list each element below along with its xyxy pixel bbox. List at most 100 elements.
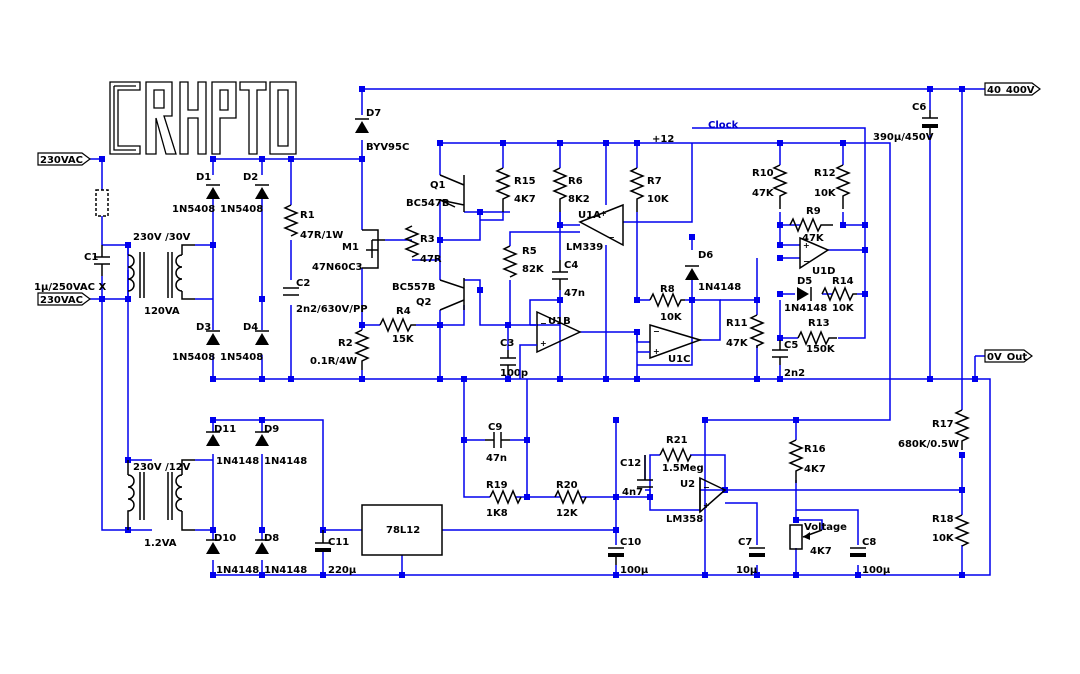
svg-text:LM358: LM358	[666, 514, 703, 525]
svg-text:2n2: 2n2	[784, 368, 805, 379]
resistor-r17: R17 680K/0.5W	[898, 409, 970, 450]
svg-text:82K: 82K	[522, 264, 545, 275]
svg-text:−: −	[653, 327, 660, 336]
svg-text:1K8: 1K8	[486, 508, 508, 519]
potentiometer-voltage[interactable]: Voltage 4K7	[789, 522, 847, 557]
svg-text:1N5408: 1N5408	[220, 352, 263, 363]
svg-text:C1: C1	[84, 252, 98, 263]
svg-text:230VAC: 230VAC	[40, 155, 83, 166]
svg-text:12K: 12K	[556, 508, 579, 519]
svg-text:BC547B: BC547B	[406, 198, 449, 209]
resistor-r9: R9 47K	[789, 206, 833, 244]
capacitor-c7: C7 10µ	[736, 537, 765, 576]
mosfet-m1: M1 47N60C3	[312, 229, 385, 273]
svg-text:1N4148: 1N4148	[216, 565, 259, 576]
port-230vac-1: 230VAC	[37, 152, 91, 166]
svg-text:4K7: 4K7	[804, 464, 826, 475]
svg-text:C4: C4	[564, 260, 578, 271]
svg-text:R5: R5	[522, 246, 537, 257]
diode-d9: D9 1N4148	[255, 424, 307, 467]
svg-text:100µ: 100µ	[862, 565, 891, 576]
resistor-r6: R6 8K2	[552, 167, 590, 212]
svg-text:R2: R2	[338, 338, 353, 349]
svg-text:R18: R18	[932, 514, 954, 525]
svg-text:D1: D1	[196, 172, 211, 183]
svg-text:1N4148: 1N4148	[216, 456, 259, 467]
svg-text:Voltage: Voltage	[804, 522, 847, 533]
resistor-r20: R20 12K	[554, 480, 587, 519]
svg-text:+: +	[540, 339, 547, 348]
svg-text:1N4148: 1N4148	[698, 282, 741, 293]
svg-text:U1B: U1B	[548, 316, 571, 327]
svg-text:0.1R/4W: 0.1R/4W	[310, 356, 357, 367]
svg-text:47R: 47R	[420, 254, 442, 265]
diode-d11: D11 1N4148	[206, 424, 259, 467]
resistor-r18: R18 10K	[932, 514, 970, 547]
svg-text:390µ/450V: 390µ/450V	[873, 132, 934, 143]
svg-text:R20: R20	[556, 480, 578, 491]
resistor-r7: R7 10K	[629, 167, 670, 212]
svg-text:R6: R6	[568, 176, 583, 187]
svg-text:47K: 47K	[802, 233, 825, 244]
svg-text:10µ: 10µ	[736, 565, 758, 576]
comparator-u1b: − + U1B	[536, 310, 582, 354]
svg-text:R15: R15	[514, 176, 536, 187]
svg-text:220µ: 220µ	[328, 565, 357, 576]
resistor-r12: R12 10K	[814, 164, 851, 209]
svg-text:150K: 150K	[806, 344, 836, 355]
svg-text:−: −	[803, 257, 810, 266]
svg-text:Q2: Q2	[416, 297, 432, 308]
svg-text:C5: C5	[784, 340, 798, 351]
svg-text:40_400V: 40_400V	[987, 85, 1035, 96]
svg-text:C12: C12	[620, 458, 641, 469]
svg-text:U2: U2	[680, 479, 695, 490]
svg-text:10K: 10K	[832, 303, 855, 314]
svg-text:D7: D7	[366, 108, 381, 119]
svg-text:680K/0.5W: 680K/0.5W	[898, 439, 959, 450]
capacitor-c5: C5 2n2	[772, 340, 805, 379]
svg-text:C10: C10	[620, 537, 641, 548]
transformer-t1	[127, 244, 195, 300]
svg-text:C9: C9	[488, 422, 502, 433]
capacitor-c2: C2 2n2/630V/PP	[283, 278, 368, 315]
svg-text:10K: 10K	[647, 194, 670, 205]
capacitor-c8: C8 100µ	[850, 537, 891, 576]
comparator-u1c: − + U1C	[649, 323, 703, 365]
svg-text:U1A: U1A	[578, 210, 601, 221]
resistor-r8: R8 10K	[649, 284, 685, 323]
resistor-r21: R21 1.5Meg	[659, 435, 704, 474]
svg-text:R4: R4	[396, 306, 411, 317]
capacitor-c12: C12 4n7	[620, 455, 653, 498]
svg-text:C3: C3	[500, 338, 514, 349]
svg-text:1µ/250VAC X: 1µ/250VAC X	[34, 282, 106, 293]
diode-d10: D10 1N4148	[206, 533, 259, 576]
svg-text:2n2/630V/PP: 2n2/630V/PP	[296, 304, 368, 315]
comparator-u1d: + − U1D	[799, 236, 835, 277]
fuse	[95, 189, 109, 217]
svg-text:−: −	[540, 319, 547, 328]
transistor-q2: BC557B Q2	[392, 278, 465, 311]
svg-text:R11: R11	[726, 318, 748, 329]
svg-text:R8: R8	[660, 284, 675, 295]
diode-d1: D1 1N5408	[172, 172, 220, 215]
svg-text:R9: R9	[806, 206, 821, 217]
svg-text:230VAC: 230VAC	[40, 295, 83, 306]
svg-text:C7: C7	[738, 537, 752, 548]
svg-text:+: +	[653, 347, 660, 356]
capacitor-c3: C3 100p	[500, 338, 528, 379]
svg-text:BYV95C: BYV95C	[366, 142, 409, 153]
resistor-r1: R1 47R/1W	[283, 204, 343, 241]
svg-text:R3: R3	[420, 234, 435, 245]
resistor-r10: R10 47K	[752, 164, 788, 209]
svg-text:100µ: 100µ	[620, 565, 649, 576]
resistor-r3: R3 47R	[404, 225, 442, 265]
svg-text:10K: 10K	[660, 312, 683, 323]
svg-text:−: −	[608, 233, 615, 242]
svg-text:C8: C8	[862, 537, 876, 548]
capacitor-c1: C1 1µ/250VAC X	[34, 245, 110, 293]
svg-text:D6: D6	[698, 250, 713, 261]
transformer-t2	[127, 459, 195, 531]
svg-text:0V_Out: 0V_Out	[987, 352, 1027, 363]
comparator-u1a: + − U1A LM339	[566, 203, 624, 253]
